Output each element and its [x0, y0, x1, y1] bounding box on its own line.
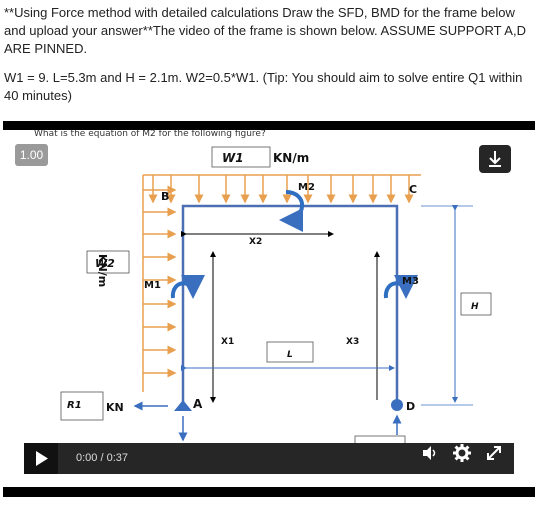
m1-moment-arrow-icon: [170, 274, 205, 299]
r1-box: [60, 391, 104, 421]
point-c-label: C: [409, 183, 417, 196]
video-top-border: [3, 121, 535, 130]
r1-label: R1: [67, 400, 82, 411]
question-caption: What is the equation of M2 for the follo…: [34, 130, 266, 139]
m3-label: M3: [402, 276, 419, 287]
m2-label: M2: [298, 182, 315, 193]
play-icon: [36, 451, 48, 466]
w2-box: [86, 250, 130, 274]
point-a-label: A: [193, 397, 203, 411]
kn-per-m-left-label: KN/m: [96, 254, 109, 287]
point-b-label: B: [161, 190, 169, 203]
frame-members: [181, 204, 399, 402]
h-box: [460, 292, 492, 316]
l-box: [266, 341, 314, 363]
time-display: 0:00 / 0:37: [76, 452, 128, 464]
question-paragraph-1: **Using Force method with detailed calcu…: [4, 5, 526, 56]
m1-label: M1: [144, 280, 161, 291]
h-label: H: [471, 302, 479, 312]
support-a-icon: [174, 400, 192, 411]
top-distributed-load: [143, 174, 421, 204]
question-paragraph-2: W1 = 9. L=5.3m and H = 2.1m. W2=0.5*W1. …: [4, 70, 523, 103]
kn-label: KN: [106, 401, 124, 414]
fullscreen-icon[interactable]: [484, 443, 504, 463]
play-button[interactable]: [24, 443, 58, 474]
kn-per-m-top-label: KN/m: [273, 151, 309, 165]
playback-speed-badge[interactable]: 1.00: [15, 144, 48, 166]
video-bottom-border: [3, 487, 535, 497]
left-distributed-load: [142, 175, 177, 392]
w1-box: [211, 146, 271, 168]
download-icon: [489, 151, 501, 167]
download-button[interactable]: [479, 145, 511, 173]
settings-icon[interactable]: [452, 443, 472, 463]
w1-label: W1: [222, 151, 244, 165]
l-label: L: [287, 350, 293, 360]
x2-label: X2: [249, 237, 262, 247]
video-player[interactable]: What is the equation of M2 for the follo…: [3, 130, 535, 487]
support-d-icon: [391, 399, 403, 411]
volume-icon[interactable]: [420, 443, 440, 463]
point-d-label: D: [406, 400, 415, 413]
x3-label: X3: [346, 337, 359, 347]
w2-label: W2: [95, 257, 115, 270]
frame-diagram: What is the equation of M2 for the follo…: [34, 130, 492, 445]
question-text: **Using Force method with detailed calcu…: [4, 4, 536, 116]
m3-moment-arrow-icon: [383, 274, 418, 299]
video-control-bar: 0:00 / 0:37: [24, 443, 514, 474]
x1-label: X1: [221, 337, 234, 347]
m2-moment-arrow-icon: [279, 190, 305, 232]
